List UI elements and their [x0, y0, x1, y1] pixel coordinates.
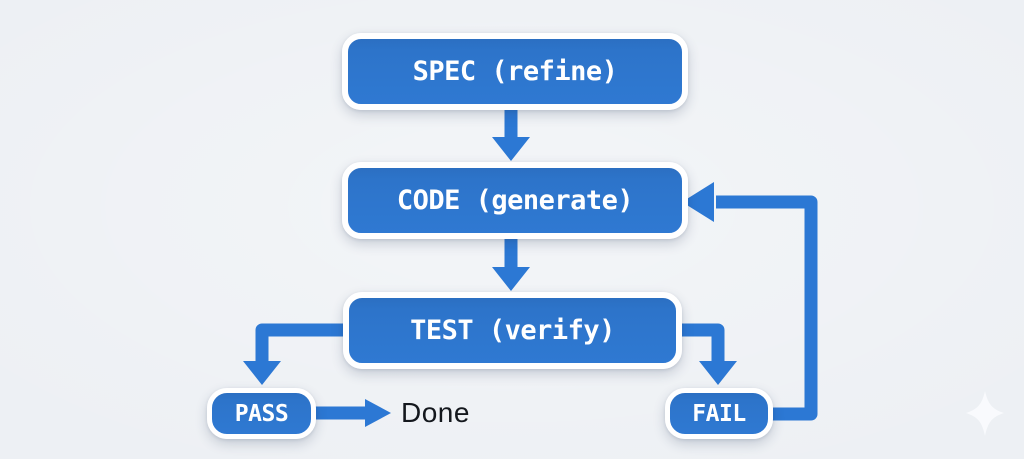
- node-test: TEST (verify): [343, 292, 682, 369]
- node-spec: SPEC (refine): [342, 33, 688, 110]
- node-code: CODE (generate): [342, 162, 688, 239]
- edge-fail-to-code: [682, 182, 818, 421]
- edge-code-to-test: [492, 234, 530, 291]
- node-test-label: TEST (verify): [410, 315, 615, 346]
- node-spec-label: SPEC (refine): [412, 56, 618, 87]
- edge-test-to-fail: [674, 323, 737, 385]
- node-pass: PASS: [207, 388, 316, 439]
- node-fail-label: FAIL: [692, 400, 746, 427]
- edge-spec-to-code: [492, 104, 530, 161]
- node-fail: FAIL: [665, 388, 773, 439]
- done-terminal-label: Done: [401, 397, 470, 428]
- edge-pass-to-done: [314, 399, 391, 427]
- node-pass-label: PASS: [234, 400, 289, 427]
- edge-test-to-pass: [243, 323, 350, 385]
- node-code-label: CODE (generate): [396, 185, 634, 216]
- sparkle-icon: [966, 391, 1004, 436]
